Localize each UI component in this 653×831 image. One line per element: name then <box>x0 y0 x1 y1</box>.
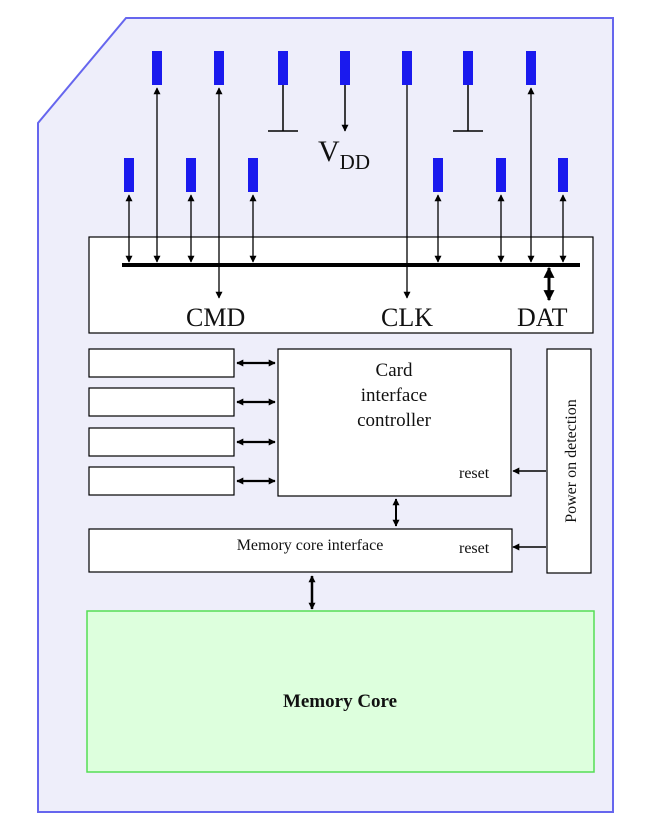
dat-label: DAT <box>517 303 568 332</box>
pin-top-1 <box>152 51 162 85</box>
top-pin-row <box>152 51 536 85</box>
bus-interface-box <box>88 236 594 334</box>
ground-icon <box>453 85 483 132</box>
power-on-detection-label: Power on detection <box>563 399 580 523</box>
memory-core-interface-label: Memory core interface <box>237 537 384 554</box>
memory-core-interface-box <box>88 528 513 573</box>
pin-second-3 <box>248 158 258 192</box>
clk-label: CLK <box>381 303 433 332</box>
register-box-4 <box>88 466 235 496</box>
top-pin-connections <box>153 85 535 299</box>
second-pin-row <box>124 158 568 192</box>
card-interface-controller-box <box>277 348 512 497</box>
pin-top-5 <box>402 51 412 85</box>
pin-second-5 <box>496 158 506 192</box>
memory-interface-reset-label: reset <box>459 540 490 557</box>
pin-second-4 <box>433 158 443 192</box>
register-box-1 <box>88 348 235 378</box>
vdd-label: VDD <box>318 135 370 174</box>
pin-top-2 <box>214 51 224 85</box>
pin-second-1 <box>124 158 134 192</box>
register-boxes <box>88 348 235 496</box>
second-pin-connections <box>125 194 567 263</box>
memory-core-box <box>86 610 595 773</box>
controller-label-line3: controller <box>357 410 432 431</box>
register-arrows <box>236 359 276 485</box>
controller-reset-label: reset <box>459 465 490 482</box>
pin-top-4 <box>340 51 350 85</box>
pin-top-3 <box>278 51 288 85</box>
pin-second-2 <box>186 158 196 192</box>
cmd-label: CMD <box>186 303 245 332</box>
power-on-detection-box <box>546 348 592 574</box>
pin-second-6 <box>558 158 568 192</box>
pin-top-6 <box>463 51 473 85</box>
controller-label-line2: interface <box>361 385 427 406</box>
register-box-2 <box>88 387 235 417</box>
ground-icon <box>268 85 298 132</box>
memory-core-label: Memory Core <box>283 691 397 712</box>
controller-label-line1: Card <box>376 360 413 381</box>
pin-top-7 <box>526 51 536 85</box>
register-box-3 <box>88 427 235 457</box>
